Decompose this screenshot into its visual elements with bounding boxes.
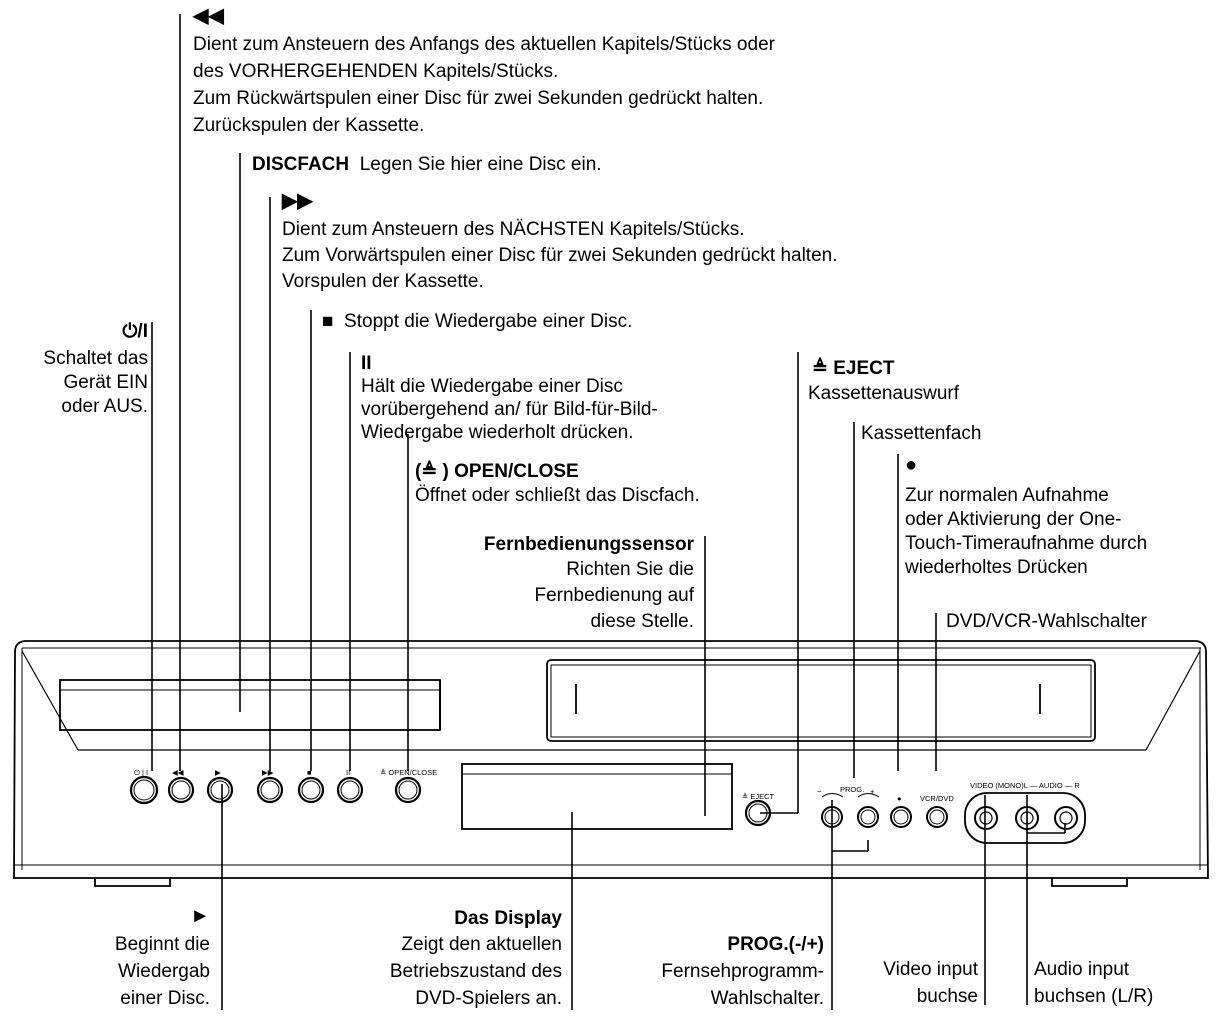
- panel-rew-caption: ◀◀: [172, 768, 184, 777]
- rew-line-4: Zurückspulen der Kassette.: [193, 115, 425, 136]
- prog-plus-button: [857, 806, 879, 828]
- ffw-line-1: Dient zum Ansteuern des NÄCHSTEN Kapitel…: [282, 219, 745, 240]
- device-outline: [13, 640, 1209, 879]
- stop-icon: ■: [322, 311, 334, 332]
- disc-tray-title: DISCFACH: [252, 154, 350, 175]
- panel-power-caption: ⏻ | I: [134, 768, 149, 777]
- pause-line-2: vorübergehend an/ für Bild-für-Bild-: [361, 399, 658, 420]
- record-line-3: Touch-Timeraufnahme durch: [905, 533, 1148, 554]
- cassette-label: Kassettenfach: [861, 423, 982, 444]
- vcr-dvd-button: [926, 806, 948, 828]
- video-in-line-2: buchse: [916, 986, 978, 1007]
- audio-r-jack: [1054, 806, 1078, 830]
- display-window: [461, 763, 733, 830]
- selector-label: DVD/VCR-Wahlschalter: [946, 611, 1147, 632]
- display-line-1: Zeigt den aktuellen: [401, 934, 562, 955]
- rew-symbol: ◀◀: [193, 5, 224, 27]
- play-line-1: Beginnt die: [114, 934, 210, 955]
- disc-tray-label: DISCFACH Legen Sie hier eine Disc ein.: [252, 153, 602, 176]
- ffw-button: [256, 776, 284, 804]
- pause-line-1: Hält die Wiedergabe einer Disc: [361, 376, 623, 397]
- left-foot: [94, 878, 171, 887]
- eject-desc: Kassettenauswurf: [808, 383, 960, 404]
- open-close-button: [394, 776, 422, 804]
- audio-l-jack: [1015, 806, 1039, 830]
- power-line-2: Gerät EIN: [63, 372, 148, 393]
- panel-open-close-caption: ≜ OPEN/CLOSE: [380, 768, 438, 777]
- eject-button: [744, 799, 772, 827]
- audio-in-line-2: buchsen (L/R): [1034, 986, 1154, 1007]
- jack-panel: [964, 792, 1086, 844]
- panel-jacks-caption: VIDEO (MONO)L — AUDIO — R: [970, 781, 1080, 790]
- record-icon: ●: [905, 454, 918, 476]
- sensor-line-1: Richten Sie die: [566, 559, 694, 580]
- power-symbol: ⏻/I: [122, 321, 148, 342]
- disc-tray: [59, 679, 441, 731]
- prog-minus-button: [821, 806, 843, 828]
- stop-label: ■ Stoppt die Wiedergabe einer Disc.: [322, 310, 632, 333]
- record-line-1: Zur normalen Aufnahme: [905, 485, 1109, 506]
- device-body: [13, 640, 1209, 887]
- open-close-desc: Öffnet oder schließt das Discfach.: [415, 485, 700, 506]
- cassette-slot: [546, 659, 1096, 742]
- stop-button: [297, 776, 325, 804]
- panel-pause-caption: II: [346, 768, 351, 777]
- rew-line-3: Zum Rückwärtspulen einer Disc für zwei S…: [193, 88, 764, 109]
- play-line-2: Wiedergab: [118, 961, 210, 982]
- play-button: [206, 776, 234, 804]
- rew-line-1: Dient zum Ansteuern des Anfangs des aktu…: [193, 34, 775, 55]
- rew-button: [167, 776, 195, 804]
- sensor-line-3: diese Stelle.: [590, 611, 694, 632]
- sensor-title: Fernbedienungssensor: [483, 534, 694, 555]
- record-button: [890, 806, 912, 828]
- panel-stop-caption: ■: [307, 768, 312, 777]
- sensor-line-2: Fernbedienung auf: [534, 585, 694, 606]
- video-in-line-1: Video input: [883, 959, 978, 980]
- panel-eject-caption: ≜ EJECT: [742, 792, 775, 801]
- panel-prog-minus-caption: −: [817, 787, 822, 796]
- pause-button: [336, 776, 364, 804]
- open-close-title: (≜ ) OPEN/CLOSE: [415, 461, 579, 482]
- ffw-line-3: Vorspulen der Kassette.: [282, 271, 484, 292]
- play-icon: ►: [190, 905, 210, 927]
- record-line-4: wiederholtes Drücken: [905, 557, 1088, 578]
- prog-line-1: Fernsehprogramm-: [661, 961, 824, 982]
- prog-line-2: Wahlschalter.: [710, 988, 824, 1009]
- audio-in-line-1: Audio input: [1034, 959, 1130, 980]
- panel-ffw-caption: ▶▶: [262, 768, 274, 777]
- ffw-line-2: Zum Vorwärtspulen einer Disc für zwei Se…: [282, 245, 838, 266]
- record-line-2: oder Aktivierung der One-: [905, 509, 1122, 530]
- display-line-2: Betriebszustand des: [389, 961, 562, 982]
- stop-desc: Stoppt die Wiedergabe einer Disc.: [344, 311, 633, 332]
- panel-prog-plus-caption: +: [870, 787, 875, 796]
- panel-vcr-dvd-caption: VCR/DVD: [920, 794, 954, 803]
- ffw-symbol: ▶▶: [282, 190, 313, 212]
- display-title: Das Display: [454, 908, 562, 929]
- prog-title: PROG.(-/+): [727, 934, 824, 955]
- power-button: [129, 775, 159, 805]
- pause-line-3: Wiedergabe wiederholt drücken.: [361, 422, 634, 443]
- eject-title: ≜ EJECT: [812, 358, 895, 379]
- video-jack: [974, 806, 998, 830]
- right-foot: [1051, 878, 1128, 887]
- rew-line-2: des VORHERGEHENDEN Kapitels/Stücks.: [193, 61, 559, 82]
- panel-play-caption: ▶: [215, 768, 221, 777]
- power-line-3: oder AUS.: [61, 396, 148, 417]
- play-line-3: einer Disc.: [120, 988, 210, 1009]
- disc-tray-desc: Legen Sie hier eine Disc ein.: [359, 154, 602, 175]
- power-line-1: Schaltet das: [43, 348, 148, 369]
- panel-rec-caption: ●: [897, 794, 902, 803]
- pause-icon: II: [361, 353, 372, 374]
- panel-prog-caption: PROG.: [840, 785, 865, 794]
- display-line-3: DVD-Spielers an.: [415, 988, 562, 1009]
